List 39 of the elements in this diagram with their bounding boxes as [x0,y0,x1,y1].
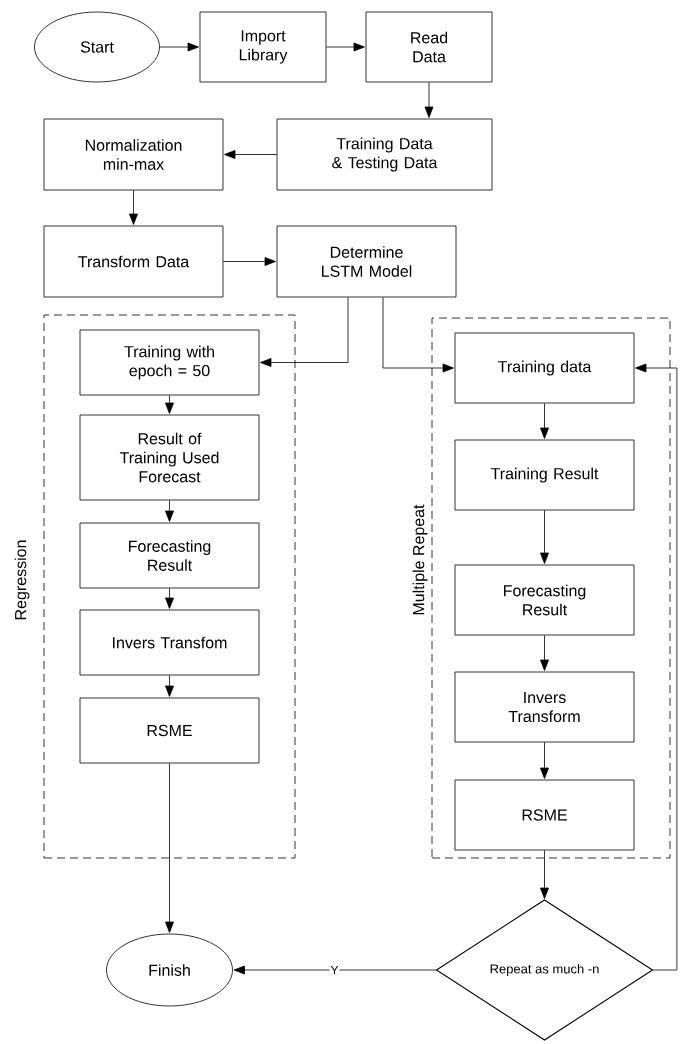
arrow [223,257,276,266]
arrow [224,150,277,159]
arrow [165,588,174,609]
process-box: Determine LSTM Model [276,225,457,298]
arrow [540,635,549,671]
arrow [540,403,549,439]
process-box: Forecasting Result [454,564,635,636]
process-box: Result of Training Used Forecast [79,414,260,501]
process-box: Invers Transfom [79,609,260,676]
process-box: Transform Data [43,225,224,298]
arrow [635,363,678,971]
arrow [159,42,199,52]
process-box: Training Data & Testing Data [276,118,493,191]
process-box: Invers Transform [454,671,635,743]
arrow [129,190,138,225]
process-box: RSME [79,697,260,764]
process-box: Forecasting Result [79,522,260,589]
arrow [165,675,174,697]
process-box: Training Result [454,439,635,511]
arrow [165,500,174,522]
arrow [424,82,434,118]
arrow [233,965,437,975]
arrow [540,510,549,564]
group-label: Multiple Repeat [412,504,428,615]
arrow [165,395,174,414]
process-box: RSME [454,779,635,851]
process-box: Training data [454,332,635,404]
arrow [540,742,549,779]
process-box: Normalization min-max [43,118,224,191]
process-box: Read Data [365,11,493,83]
process-box: Import Library [199,11,327,83]
process-box: Training with epoch = 50 [79,329,260,396]
arrow [326,42,365,52]
edge-label: Y [329,964,340,976]
arrow [540,850,549,899]
arrow [260,297,349,367]
group-label: Regression [14,540,30,620]
arrow [165,763,174,933]
arrow [382,297,454,373]
